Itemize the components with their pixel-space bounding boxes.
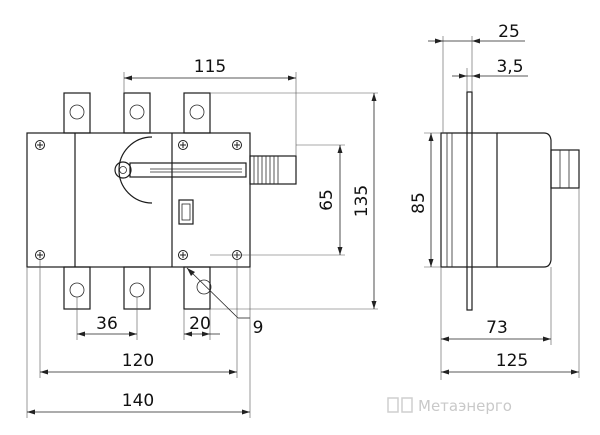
dim-25: 25 — [498, 22, 520, 42]
dim-140: 140 — [122, 391, 154, 411]
position-indicator — [178, 199, 194, 225]
dim-65: 65 — [317, 189, 337, 211]
side-view — [440, 91, 580, 311]
rotary-handle — [114, 136, 247, 204]
dim-36: 36 — [96, 314, 118, 334]
side-shaft — [550, 149, 580, 189]
dim-3-5: 3,5 — [496, 57, 523, 77]
shaft-extension — [249, 155, 297, 185]
dim-85: 85 — [409, 192, 429, 214]
bottom-terminals — [63, 266, 212, 310]
front-dimensions: 115 65 135 36 20 9 — [26, 57, 378, 418]
front-view — [26, 92, 297, 310]
side-cover — [497, 132, 552, 268]
top-terminals — [63, 92, 211, 134]
side-body — [440, 132, 498, 268]
watermark-text: Метаэнерго — [418, 397, 512, 415]
dim-9: 9 — [253, 318, 264, 338]
dim-135: 135 — [352, 185, 372, 217]
watermark-logo-icon — [387, 397, 399, 413]
side-dimensions: 25 3,5 85 73 125 — [409, 22, 580, 380]
dim-115: 115 — [194, 57, 226, 77]
dim-73: 73 — [486, 318, 508, 338]
dim-120: 120 — [122, 351, 154, 371]
watermark: Метаэнерго — [387, 397, 512, 415]
mounting-plate — [466, 91, 473, 311]
switch-body — [26, 132, 251, 268]
dim-20: 20 — [189, 314, 211, 334]
dim-125: 125 — [496, 351, 528, 371]
